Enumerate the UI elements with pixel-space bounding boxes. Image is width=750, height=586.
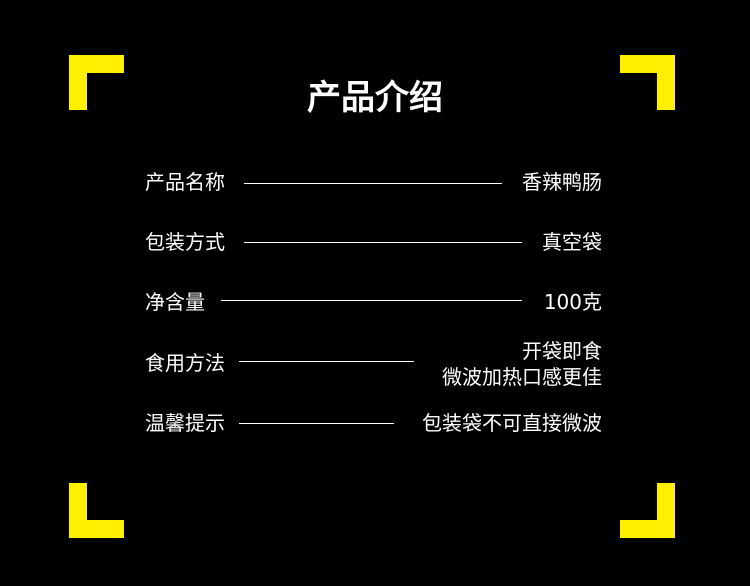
corner-bracket-bottom-right: [620, 483, 675, 538]
row-value-usage-2: 微波加热口感更佳: [442, 365, 602, 389]
divider-line: [244, 183, 502, 184]
divider-line: [244, 242, 522, 243]
row-value-tip: 包装袋不可直接微波: [422, 411, 602, 435]
page-title: 产品介绍: [307, 78, 443, 118]
divider-line: [239, 361, 414, 362]
corner-bracket-top-left: [69, 55, 124, 110]
row-label-usage: 食用方法: [145, 351, 225, 375]
row-value-name: 香辣鸭肠: [522, 170, 602, 194]
corner-bracket-top-right: [620, 55, 675, 110]
row-value-usage: 开袋即食: [522, 339, 602, 363]
corner-bracket-bottom-left: [69, 483, 124, 538]
row-label-weight: 净含量: [145, 290, 205, 314]
row-label-name: 产品名称: [145, 170, 225, 194]
divider-line: [239, 423, 394, 424]
row-value-package: 真空袋: [542, 230, 602, 254]
row-label-package: 包装方式: [145, 230, 225, 254]
row-label-tip: 温馨提示: [145, 411, 225, 435]
row-value-weight: 100克: [543, 290, 602, 314]
divider-line: [221, 300, 522, 301]
